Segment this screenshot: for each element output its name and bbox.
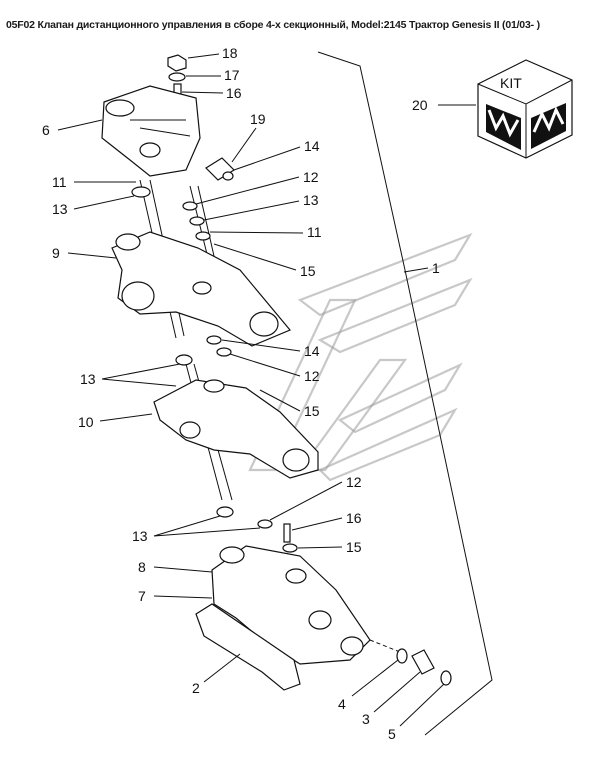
callout-8: 8 [138, 559, 146, 575]
callout-12-mid: 12 [304, 368, 320, 384]
seal-12-mid [216, 347, 232, 357]
leader-14-mid [221, 339, 301, 352]
callout-16: 16 [226, 85, 242, 101]
seal-11-top [195, 231, 211, 241]
oring-5 [440, 670, 452, 686]
leader-13-left [73, 195, 135, 210]
axis-dashed-line [369, 639, 401, 653]
callout-6: 6 [42, 122, 50, 138]
callout-12-low: 12 [346, 474, 362, 490]
stud-16-low [283, 523, 291, 543]
callout-19: 19 [250, 111, 266, 127]
callout-10: 10 [78, 414, 94, 430]
callout-5: 5 [388, 726, 396, 742]
callout-3: 3 [362, 711, 370, 727]
callout-4: 4 [338, 696, 346, 712]
valve-section-9 [111, 231, 291, 347]
nut-15-low [282, 543, 298, 553]
leader-19 [231, 127, 257, 163]
callout-1: 1 [432, 260, 440, 276]
leader-3 [373, 671, 421, 713]
seal-13-low [216, 506, 234, 518]
leader-13-mid [101, 363, 181, 387]
leader-15-mid [259, 389, 301, 412]
callout-15-mid: 15 [304, 403, 320, 419]
valve-section-10 [153, 379, 319, 479]
callout-17: 17 [224, 67, 240, 83]
leader-11-right [209, 231, 304, 234]
leader-14-top [233, 146, 301, 171]
washer-17 [168, 72, 186, 82]
leader-4 [351, 659, 399, 697]
callout-11-left: 11 [52, 174, 67, 190]
leader-16 [181, 91, 224, 94]
leader-10 [99, 413, 153, 422]
callout-18: 18 [222, 45, 238, 61]
callout-7: 7 [138, 588, 146, 604]
seal-13-top [131, 186, 151, 198]
callout-15-low: 15 [346, 539, 362, 555]
kit-box-label: KIT [500, 75, 522, 91]
leader-18 [187, 53, 220, 59]
leader-13-right [203, 200, 300, 221]
plug-3 [411, 649, 435, 675]
seal-12-low [257, 519, 273, 529]
callout-13-low: 13 [132, 528, 148, 544]
callout-11-right: 11 [307, 224, 322, 240]
leader-5 [399, 683, 445, 727]
leader-12-mid [229, 353, 301, 377]
callout-12-top: 12 [303, 169, 319, 185]
callout-14-mid: 14 [304, 343, 320, 359]
callout-15-top: 15 [300, 263, 316, 279]
fitting-19 [205, 157, 235, 181]
kit-box-icon [477, 59, 573, 159]
control-block-6 [101, 85, 201, 177]
seal-12-top [182, 201, 198, 211]
leader-1 [403, 267, 429, 273]
diagram-title: 05F02 Клапан дистанционного управления в… [6, 19, 540, 31]
leader-16-low [291, 517, 343, 531]
leader-7 [153, 595, 213, 599]
callout-20: 20 [412, 97, 428, 113]
callout-13-left: 13 [52, 201, 68, 217]
callout-13-mid: 13 [80, 371, 96, 387]
leader-12-low [269, 481, 343, 521]
leader-13-low [153, 515, 261, 537]
seal-13b-top [189, 216, 205, 226]
leader-12-top [195, 176, 300, 205]
callout-9: 9 [52, 245, 60, 261]
callouts: 18 17 16 6 19 14 11 12 13 13 11 9 15 1 1… [42, 45, 445, 742]
seal-14-mid [206, 335, 222, 345]
callout-16-low: 16 [346, 510, 362, 526]
oring-4 [396, 648, 408, 664]
seal-13-mid [175, 354, 193, 366]
callout-14-top: 14 [304, 138, 320, 154]
leader-8 [153, 566, 213, 573]
valve-section-8-7 [211, 545, 371, 665]
leader-15-low [297, 546, 343, 549]
leader-6 [57, 119, 103, 131]
callout-2: 2 [192, 680, 200, 696]
callout-13-right: 13 [303, 192, 319, 208]
leader-9 [67, 252, 117, 259]
leader-2 [203, 653, 241, 683]
assembly-bracket-line [317, 51, 493, 736]
mounting-bracket-2 [195, 603, 301, 691]
nut-18 [167, 54, 187, 72]
leader-15-top [213, 243, 297, 271]
